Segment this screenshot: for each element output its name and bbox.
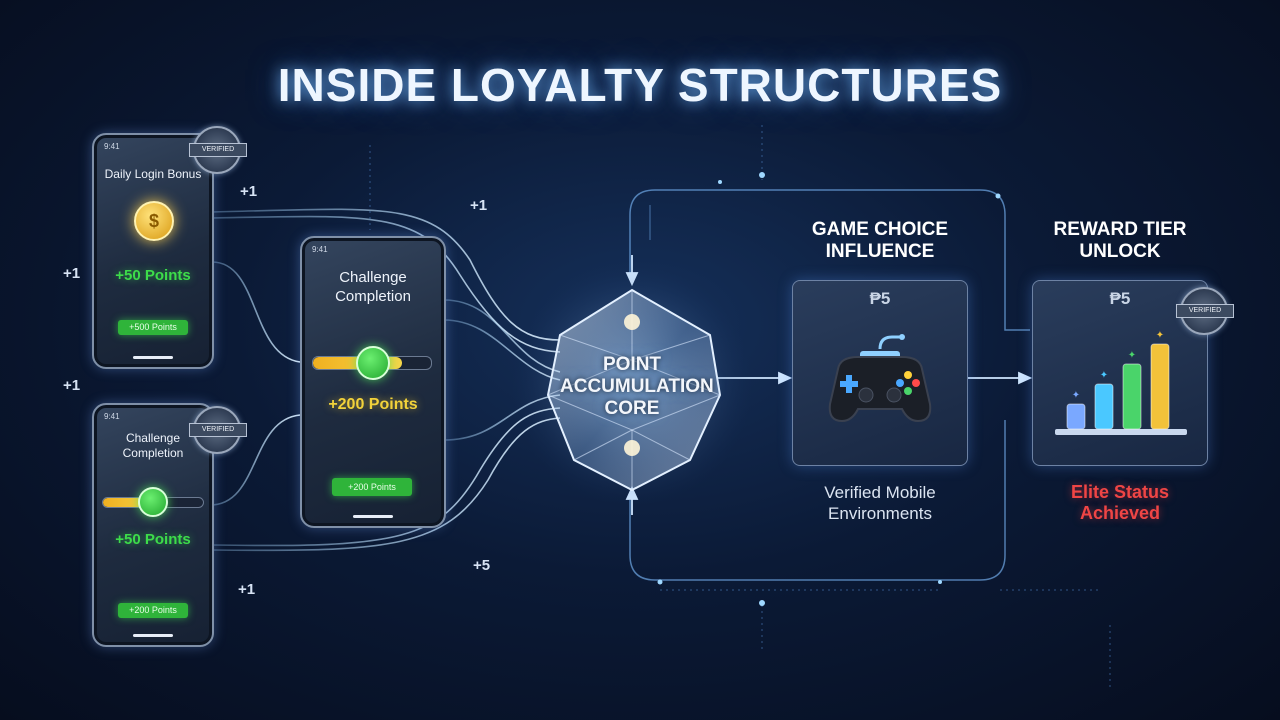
challenge-small-points-button[interactable]: +200 Points xyxy=(118,603,188,618)
page-title: INSIDE LOYALTY STRUCTURES xyxy=(277,59,1003,111)
home-indicator xyxy=(353,515,393,518)
progress-fill xyxy=(103,498,158,507)
tier-bars: ✦ ✦ ✦ ✦ xyxy=(1055,330,1187,435)
challenge-main-title: Challenge Completion xyxy=(335,269,411,305)
verified-badge: VERIFIED xyxy=(189,406,247,454)
crystal-core-icon xyxy=(546,288,722,492)
increment-label: +1 xyxy=(63,265,81,282)
elite-line: Achieved xyxy=(1079,503,1161,523)
elite-status-label: Elite Status Achieved xyxy=(1020,482,1220,524)
status-time: 9:41 xyxy=(104,412,120,421)
increment-label: +1 xyxy=(470,197,488,214)
tier-platform xyxy=(1055,429,1187,435)
card-tag: ₱5 xyxy=(869,289,891,308)
daily-points: +50 Points xyxy=(115,267,191,284)
game-choice-heading: GAME CHOICE INFLUENCE xyxy=(780,219,980,263)
elite-line: Elite Status xyxy=(1070,482,1170,502)
status-time: 9:41 xyxy=(312,245,328,254)
challenge-small-title: Challenge Completion xyxy=(122,431,184,460)
core-label-line: ACCUMULATION xyxy=(560,376,714,397)
sparkle-icon: ✦ xyxy=(1100,370,1108,381)
challenge-main-points-button[interactable]: +200 Points xyxy=(332,478,412,496)
verified-badge-text: VERIFIED xyxy=(189,423,247,437)
heading-line: UNLOCK xyxy=(1079,241,1161,262)
increment-label: +1 xyxy=(63,377,81,394)
core-label-line: CORE xyxy=(604,398,660,419)
challenge-main-points: +200 Points xyxy=(328,396,418,413)
tier-bar xyxy=(1122,363,1142,430)
sparkle-icon: ✦ xyxy=(1072,390,1080,401)
core-label: POINT ACCUMULATION CORE xyxy=(560,354,714,420)
tier-bar xyxy=(1150,343,1170,430)
heading-line: GAME CHOICE xyxy=(811,219,949,240)
increment-label: +1 xyxy=(240,183,258,200)
challenge-small-points: +50 Points xyxy=(115,531,191,548)
caption-line: Environments xyxy=(828,504,932,523)
check-icon xyxy=(138,487,168,517)
tier-bar xyxy=(1094,383,1114,430)
daily-login-title: Daily Login Bonus xyxy=(104,167,202,181)
verified-badge-text: VERIFIED xyxy=(189,143,247,157)
daily-login-phone: 9:41 Daily Login Bonus $ +50 Points +500… xyxy=(92,133,214,369)
verified-badge: VERIFIED xyxy=(189,126,247,174)
daily-points-button[interactable]: +500 Points xyxy=(118,320,188,335)
heading-line: INFLUENCE xyxy=(825,241,935,262)
core-label-line: POINT xyxy=(602,354,662,375)
game-choice-card: ₱5 xyxy=(792,280,968,466)
challenge-small-phone: 9:41 Challenge Completion +50 Points +20… xyxy=(92,403,214,647)
tier-bar xyxy=(1066,403,1086,430)
heading-line: REWARD TIER xyxy=(1053,219,1187,240)
gamepad-icon xyxy=(828,334,932,423)
sparkle-icon: ✦ xyxy=(1128,350,1136,361)
increment-label: +5 xyxy=(473,557,491,574)
verified-badge-text: VERIFIED xyxy=(1176,304,1234,318)
increment-label: +1 xyxy=(238,581,256,598)
challenge-main-phone: 9:41 Challenge Completion +200 Points +2… xyxy=(300,236,446,528)
coin-icon: $ xyxy=(134,201,174,241)
caption-line: Verified Mobile xyxy=(824,483,936,502)
home-indicator xyxy=(133,356,173,359)
home-indicator xyxy=(133,634,173,637)
check-icon xyxy=(356,346,390,380)
coin-symbol: $ xyxy=(148,211,159,231)
verified-badge: VERIFIED xyxy=(1176,287,1234,335)
sparkle-icon: ✦ xyxy=(1156,330,1164,341)
card-tag: ₱5 xyxy=(1109,289,1131,308)
reward-tier-heading: REWARD TIER UNLOCK xyxy=(1020,219,1220,263)
game-choice-caption: Verified Mobile Environments xyxy=(780,482,980,524)
status-time: 9:41 xyxy=(104,142,120,151)
